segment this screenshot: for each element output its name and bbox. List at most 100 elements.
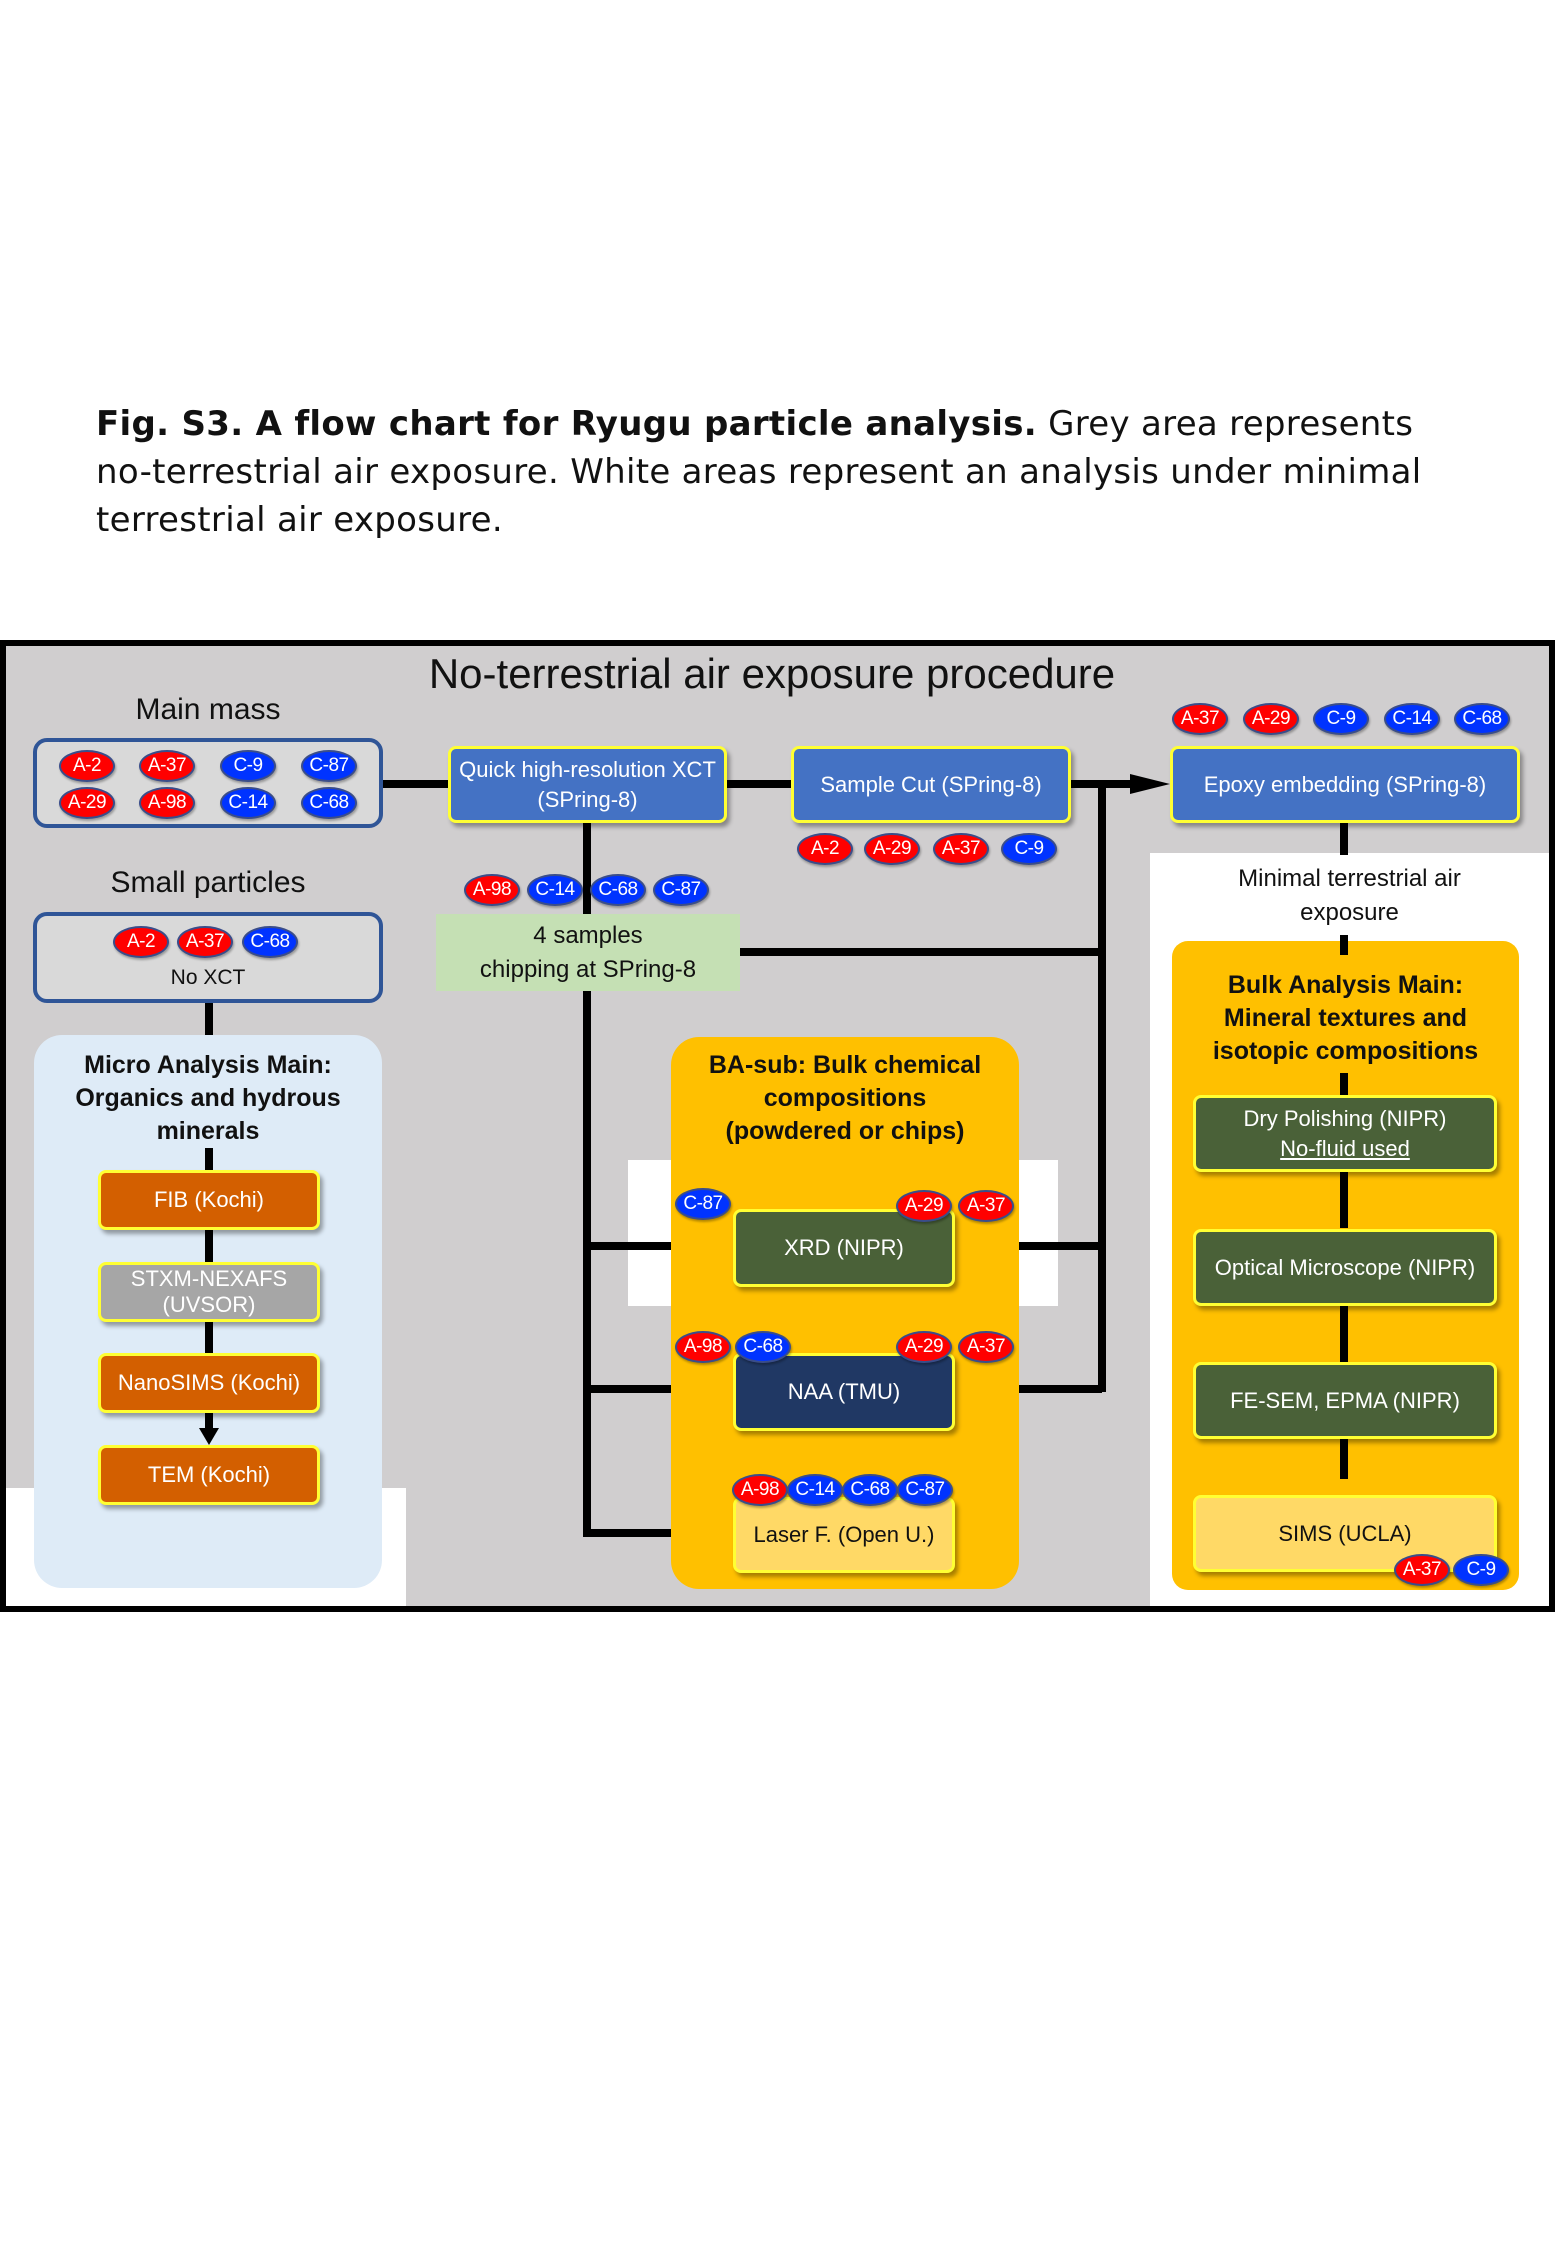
connector-right-vertical (1098, 780, 1106, 1392)
connector-xct-samplecut (727, 780, 791, 788)
arrowhead-tem (199, 1428, 219, 1445)
sample-badge: A-37 (139, 750, 195, 782)
sample-badge: C-87 (301, 750, 357, 782)
minimal-exposure-label: Minimal terrestrial air exposure (1150, 862, 1549, 930)
caption-bold: Fig. S3. A flow chart for Ryugu particle… (96, 404, 1038, 444)
tem-process: TEM (Kochi) (98, 1445, 320, 1505)
dry-polishing-line1: Dry Polishing (NIPR) (1243, 1105, 1447, 1131)
ba-sub-title-line: BA-sub: Bulk chemical (708, 1051, 982, 1079)
dry-polishing-line2: No-fluid used (1280, 1135, 1410, 1161)
minimal-exposure-line1: Minimal terrestrial air (1238, 865, 1461, 892)
ba-sub-title: BA-sub: Bulk chemical compositions (powd… (671, 1049, 1019, 1148)
sample-badge: C-87 (675, 1188, 731, 1220)
fib-process: FIB (Kochi) (98, 1170, 320, 1230)
micro-title-line: minerals (156, 1117, 260, 1145)
sample-badge: C-68 (590, 874, 646, 906)
sample-badge: C-14 (527, 874, 583, 906)
sample-badge: C-68 (301, 787, 357, 819)
stxm-line1: STXM-NEXAFS (130, 1266, 288, 1291)
micro-title-line: Organics and hydrous (75, 1084, 341, 1112)
sample-badge: A-98 (464, 874, 520, 906)
optical-microscope-process: Optical Microscope (NIPR) (1193, 1229, 1497, 1306)
connector-epoxy-down (1340, 823, 1348, 855)
connector-left-naa (583, 1385, 713, 1393)
connector-stxm-nanosims (205, 1322, 213, 1354)
main-mass-label: Main mass (135, 693, 281, 726)
arrowhead-epoxy (1130, 774, 1170, 794)
connector-bulk-dry (1340, 941, 1348, 955)
sample-badge: C-87 (653, 874, 709, 906)
bulk-title-line: Bulk Analysis Main: (1227, 971, 1464, 999)
connector-fib-stxm (205, 1230, 213, 1262)
sample-badge: C-9 (220, 750, 276, 782)
sample-badge: C-87 (897, 1474, 953, 1506)
xct-line2: (SPring-8) (537, 786, 638, 812)
sample-badge: C-9 (1453, 1554, 1509, 1586)
sample-badge: A-29 (59, 787, 115, 819)
sample-badge: A-98 (139, 787, 195, 819)
minimal-exposure-line2: exposure (1300, 899, 1399, 926)
stxm-line2: (UVSOR) (162, 1292, 256, 1317)
connector-right-xrd (965, 1242, 1102, 1250)
sample-badge: A-37 (1394, 1554, 1450, 1586)
epoxy-process: Epoxy embedding (SPring-8) (1170, 746, 1520, 823)
connector-left-xrd (583, 1242, 713, 1250)
sample-badge: A-37 (1172, 703, 1228, 735)
sample-badge: A-37 (958, 1190, 1014, 1222)
connector-smallparticles-micro (205, 1003, 213, 1043)
main-mass-group: A-2 A-37 C-9 C-87 A-29 A-98 C-14 C-68 (33, 738, 383, 828)
connector-dry-optical (1340, 1172, 1348, 1228)
figure-caption: Fig. S3. A flow chart for Ryugu particle… (96, 400, 1476, 544)
connector-mainmass-xct (383, 780, 449, 788)
sample-badge: C-9 (1313, 703, 1369, 735)
connector-chip-down (583, 991, 591, 1536)
sample-badge: A-98 (675, 1331, 731, 1363)
chipping-line1: 4 samples (533, 921, 643, 949)
micro-title-line: Micro Analysis Main: (84, 1051, 332, 1079)
sample-badge: A-37 (958, 1331, 1014, 1363)
connector-optical-fesem (1340, 1306, 1348, 1362)
sample-badge: C-14 (220, 787, 276, 819)
connector-fesem-sims (1340, 1439, 1348, 1479)
sample-badge: C-68 (842, 1474, 898, 1506)
stxm-process: STXM-NEXAFS (UVSOR) (98, 1262, 320, 1322)
connector-xct-down (583, 823, 591, 914)
bulk-title-line: Mineral textures and (1223, 1004, 1468, 1032)
laser-process: Laser F. (Open U.) (733, 1497, 955, 1573)
connector-nanosims-tem (205, 1413, 213, 1431)
sample-badge: A-29 (896, 1331, 952, 1363)
small-particles-group: A-2 A-37 C-68 No XCT (33, 912, 383, 1003)
sample-badge: C-14 (787, 1474, 843, 1506)
connector-bulktitle-dry (1340, 1073, 1348, 1095)
connector-left-laser (583, 1529, 713, 1537)
xrd-process: XRD (NIPR) (733, 1209, 955, 1287)
ba-sub-title-line: compositions (763, 1084, 927, 1112)
diagram-title: No-terrestrial air exposure procedure (428, 650, 1116, 697)
bulk-analysis-title: Bulk Analysis Main: Mineral textures and… (1172, 969, 1519, 1068)
sims-process: SIMS (UCLA) (1193, 1495, 1497, 1572)
ba-sub-title-line: (powdered or chips) (725, 1117, 965, 1145)
xct-line1: Quick high-resolution XCT (459, 756, 716, 782)
sample-badge: A-37 (177, 926, 233, 958)
sample-badge: C-68 (735, 1331, 791, 1363)
sample-badge: A-2 (113, 926, 169, 958)
sample-badge: A-37 (933, 833, 989, 865)
fe-sem-epma-process: FE-SEM, EPMA (NIPR) (1193, 1362, 1497, 1439)
sample-cut-process: Sample Cut (SPring-8) (791, 746, 1071, 823)
xct-process: Quick high-resolution XCT (SPring-8) (448, 746, 727, 823)
bulk-title-line: isotopic compositions (1212, 1037, 1479, 1065)
caption-text: Grey area represents no-terrestrial air … (96, 404, 1422, 540)
connector-samplecut-epoxy (1071, 780, 1151, 788)
connector-chip-right (740, 948, 1102, 956)
nanosims-process: NanoSIMS (Kochi) (98, 1353, 320, 1413)
naa-process: NAA (TMU) (733, 1353, 955, 1431)
dry-polishing-process: Dry Polishing (NIPR) No-fluid used (1193, 1095, 1497, 1172)
sample-badge: A-29 (1243, 703, 1299, 735)
sample-badge: A-2 (797, 833, 853, 865)
sample-badge: C-9 (1001, 833, 1057, 865)
sample-badge: A-29 (864, 833, 920, 865)
chipping-line2: chipping at SPring-8 (479, 955, 697, 983)
connector-right-naa (965, 1385, 1102, 1393)
sample-badge: C-68 (242, 926, 298, 958)
sample-badge: A-98 (732, 1474, 788, 1506)
